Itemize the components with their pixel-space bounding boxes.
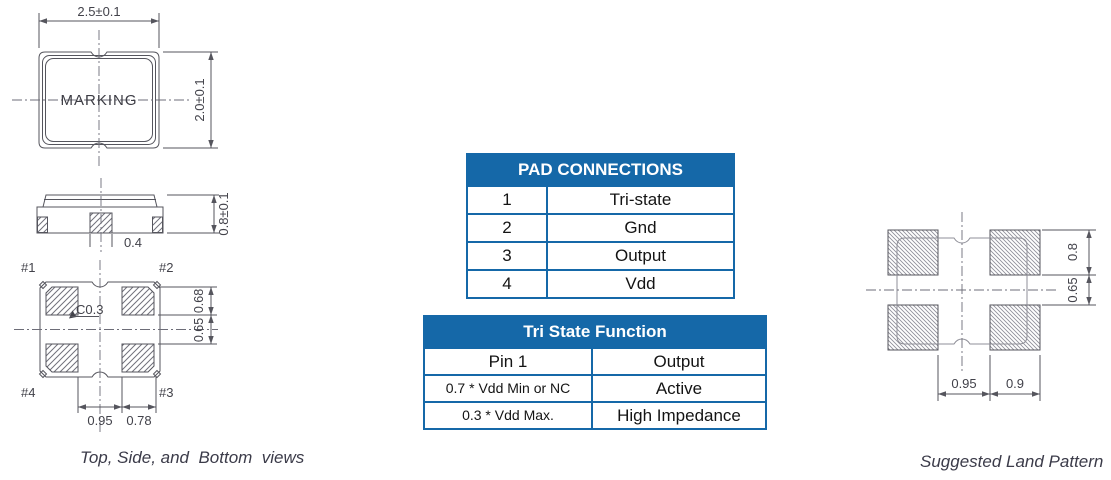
bottom-pad-center-dim-label: 0.65 [192, 318, 206, 342]
table-row: 0.3 * Vdd Max. High Impedance [425, 401, 765, 428]
views-caption: Top, Side, and Bottom views [80, 448, 305, 467]
marking-label: MARKING [60, 92, 137, 109]
pad-connection-cell: Gnd [624, 218, 657, 237]
side-left-pad [37, 216, 48, 233]
package-body-outline [38, 51, 160, 149]
land-pattern-caption: Suggested Land Pattern [920, 452, 1104, 471]
table-row: 4 Vdd [468, 269, 733, 297]
side-center-pad-dim-label: 0.4 [124, 235, 142, 250]
pin1-condition-cell: 0.7 * Vdd Min or NC [425, 376, 593, 401]
land-pad-length-dim-label: 0.8 [1065, 243, 1080, 261]
bottom-view: #1 #2 #3 #4 C0.3 0.68 0.65 0.95 0.78 [14, 260, 218, 433]
land-pad-top-left [887, 229, 939, 276]
land-pad-gap-dim-label: 0.65 [1065, 277, 1080, 302]
pin1-condition-cell: 0.3 * Vdd Max. [425, 403, 593, 428]
side-right-pad [152, 216, 163, 233]
land-pad-top-right [989, 229, 1041, 276]
side-height-dim-label: 0.8±0.1 [216, 192, 231, 235]
table-row: 0.7 * Vdd Min or NC Active [425, 374, 765, 401]
output-state-cell: High Impedance [617, 406, 741, 425]
bottom-pad-2 [121, 286, 155, 316]
pad-connection-cell: Output [614, 246, 667, 265]
pad-number-cell: 2 [468, 215, 548, 241]
bottom-pad-4 [45, 343, 79, 373]
table-row: 1 Tri-state [468, 185, 733, 213]
pad-connections-title: PAD CONNECTIONS [468, 155, 733, 185]
pad-connection-cell: Vdd [625, 274, 656, 293]
land-pad-spacing-dim-label: 0.95 [951, 376, 976, 391]
tri-state-function-table: Tri State Function Pin 1 Output 0.7 * Vd… [423, 315, 767, 430]
pad-connections-table: PAD CONNECTIONS 1 Tri-state 2 Gnd 3 Outp… [466, 153, 735, 299]
pad-connection-cell: Tri-state [609, 190, 672, 209]
pad4-number-label: #4 [21, 385, 35, 400]
bottom-pad-1 [45, 286, 79, 316]
bottom-pad-length-dim-label: 0.68 [192, 289, 206, 313]
table-row: 3 Output [468, 241, 733, 269]
land-pattern: 0.8 0.65 0.95 0.9 [866, 212, 1096, 401]
pad-number-cell: 3 [468, 243, 548, 269]
table-header-row: Pin 1 Output [425, 347, 765, 374]
output-column-header: Output [653, 352, 705, 371]
side-lid-outline [42, 194, 158, 208]
land-body-outline [896, 237, 1028, 345]
top-height-dim-label: 2.0±0.1 [192, 78, 207, 121]
top-view: 2.5±0.1 MARKING 2.0±0.1 [12, 4, 218, 166]
land-pad-width-dim-label: 0.9 [1006, 376, 1024, 391]
bottom-pad-width-dim-label: 0.78 [126, 413, 151, 428]
side-view: 0.4 0.8±0.1 [36, 178, 231, 252]
chamfer-dim-label: C0.3 [76, 302, 103, 317]
pin1-column-header: Pin 1 [425, 349, 593, 374]
bottom-pad-spacing-dim-label: 0.95 [87, 413, 112, 428]
land-pad-bottom-right [989, 304, 1041, 351]
bottom-pad-3 [121, 343, 155, 373]
tri-state-title: Tri State Function [425, 317, 765, 347]
top-width-dim-label: 2.5±0.1 [77, 4, 120, 19]
pad-number-cell: 1 [468, 187, 548, 213]
land-pad-bottom-left [887, 304, 939, 351]
bottom-outline [39, 281, 161, 378]
output-state-cell: Active [655, 379, 703, 398]
pad-number-cell: 4 [468, 271, 548, 297]
pad2-number-label: #2 [159, 260, 173, 275]
pad1-number-label: #1 [21, 260, 35, 275]
table-row: 2 Gnd [468, 213, 733, 241]
pad3-number-label: #3 [159, 385, 173, 400]
